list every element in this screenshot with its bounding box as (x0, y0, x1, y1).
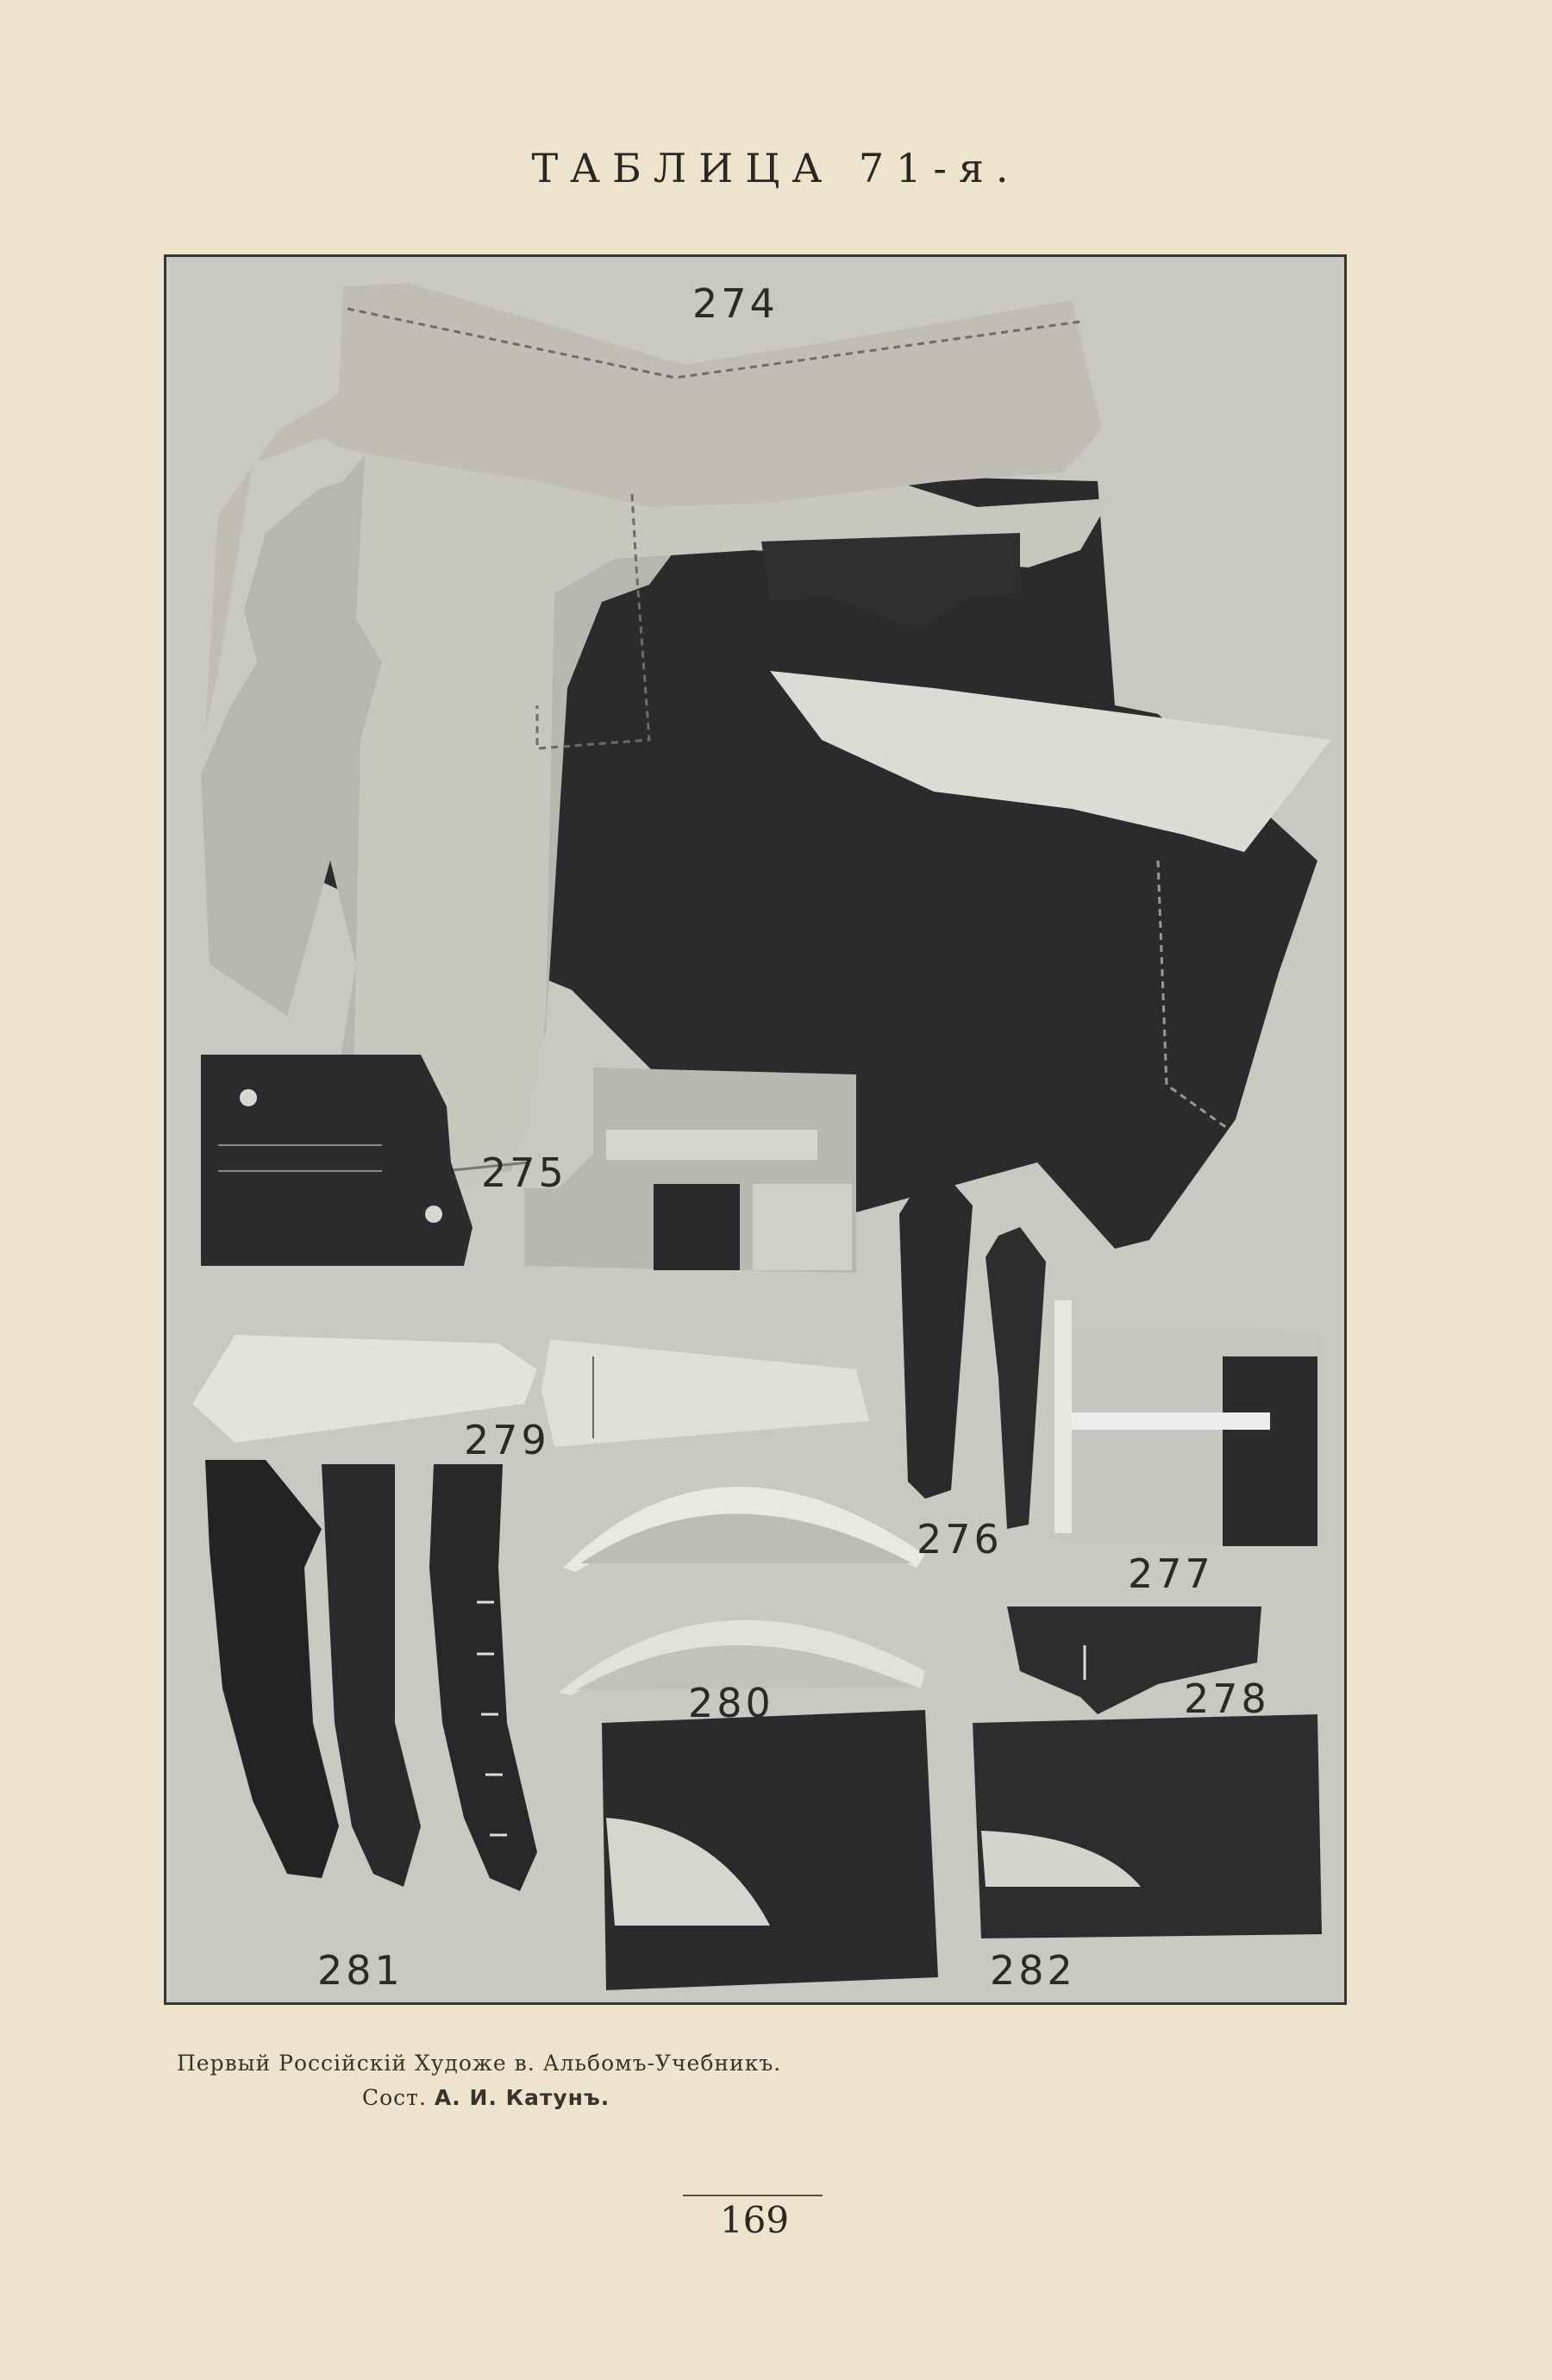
figure-label-281: 281 (317, 1947, 404, 1994)
plate-title: ТАБЛИЦА 71-я. (531, 145, 1021, 191)
figure-281-long-strips (205, 1460, 537, 1891)
figure-279-tapered-pieces (192, 1335, 869, 1447)
page-number: 169 (719, 2199, 790, 2241)
figure-label-274: 274 (692, 280, 779, 327)
publication-caption: Первый Россiйскiй Художе в. Альбомъ-Учеб… (177, 2051, 782, 2076)
author-name: А. И. Катунъ. (434, 2085, 610, 2110)
figure-label-279: 279 (464, 1417, 550, 1463)
figure-276-narrow-tabs (899, 1171, 1046, 1529)
author-caption: Сост. А. И. Катунъ. (362, 2085, 610, 2110)
figure-label-276: 276 (917, 1516, 1003, 1563)
figure-label-275: 275 (481, 1149, 567, 1196)
garment-pieces-illustration (192, 283, 1330, 1990)
author-prefix: Сост. (362, 2085, 435, 2110)
page-number-rule (683, 2195, 823, 2196)
figure-275-pocket-piece (201, 1055, 472, 1266)
figure-label-280: 280 (688, 1680, 774, 1726)
figure-label-282: 282 (990, 1947, 1076, 1994)
figure-280-crescents (559, 1487, 925, 1695)
figure-282-rectangles (602, 1710, 1322, 1990)
figure-274-vest (201, 283, 1330, 1249)
figure-label-277: 277 (1128, 1550, 1214, 1597)
figure-label-278: 278 (1184, 1675, 1270, 1722)
welt-pocket-sample (524, 1068, 856, 1273)
photo-plate: 274 275 276 277 278 279 280 281 282 (164, 254, 1347, 2005)
figure-278-flap (1007, 1606, 1261, 1714)
figure-277-pocket-cord (1054, 1300, 1326, 1546)
